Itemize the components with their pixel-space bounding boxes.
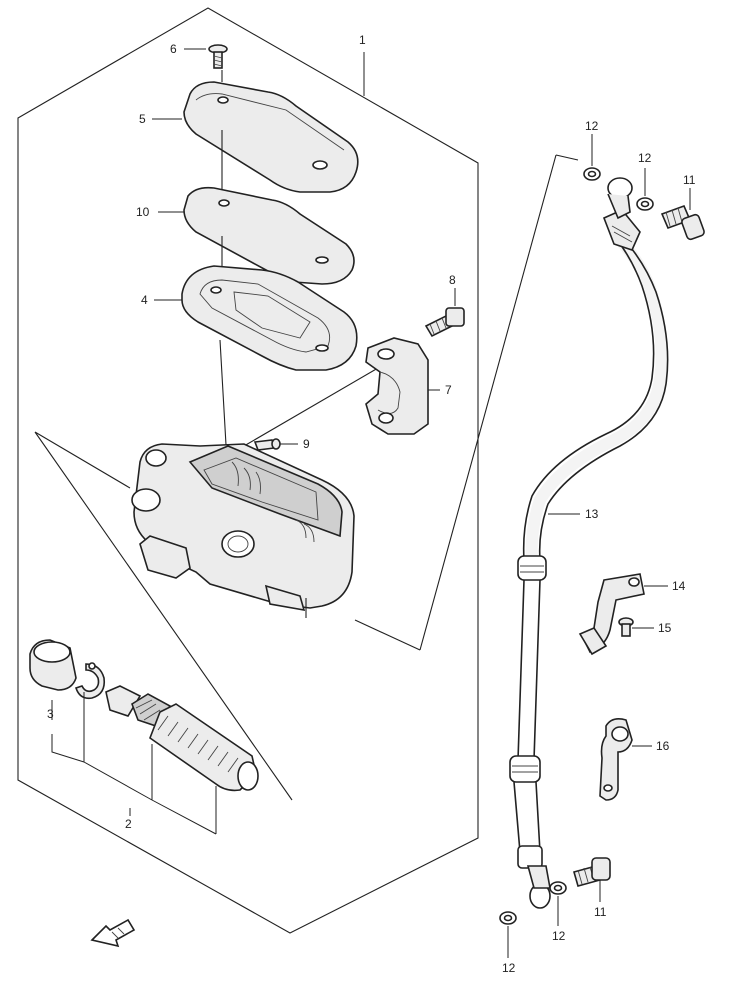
assembly-boundary — [17, 7, 479, 934]
callout-12-bottom-right: 12 — [552, 929, 566, 943]
callout-5: 5 — [139, 112, 146, 126]
circlip — [74, 662, 106, 700]
clamp-reference-line — [243, 367, 379, 447]
clamp-bolt — [424, 307, 465, 338]
brake-hose — [509, 177, 669, 909]
callout-14: 14 — [672, 579, 686, 593]
hose-guide — [599, 718, 633, 801]
callout-15: 15 — [658, 621, 672, 635]
master-cylinder-body — [131, 443, 355, 618]
hose-reference-line — [419, 154, 579, 651]
front-direction-arrow-icon — [90, 918, 136, 948]
body-to-frame-line — [354, 619, 421, 651]
banjo-bolt-bottom — [573, 857, 611, 887]
washer-bottom-left — [499, 911, 517, 925]
callout-13: 13 — [585, 507, 599, 521]
group-bracket — [51, 692, 217, 835]
callout-12-top-right: 12 — [638, 151, 652, 165]
alignment-axis — [219, 70, 229, 481]
handlebar-clamp — [365, 337, 429, 435]
hose-bracket — [578, 573, 645, 656]
callout-11-top: 11 — [683, 173, 696, 187]
callout-11-bottom: 11 — [594, 905, 607, 919]
bracket-bolt — [618, 617, 634, 637]
callout-10: 10 — [136, 205, 150, 219]
piston-group-outline — [34, 431, 293, 801]
diaphragm-plate — [183, 186, 355, 285]
cap-screw — [208, 44, 228, 69]
reservoir-cover — [183, 81, 359, 193]
washer-bottom-right — [549, 881, 567, 895]
callout-2: 2 — [125, 817, 132, 831]
banjo-bolt-top — [660, 204, 705, 241]
callout-6: 6 — [170, 42, 177, 56]
callout-1: 1 — [359, 33, 366, 47]
callout-4: 4 — [141, 293, 148, 307]
callout-12-bottom-left: 12 — [502, 961, 516, 975]
diaphragm-gasket — [181, 265, 358, 371]
callout-12-top-left: 12 — [585, 119, 599, 133]
callout-16: 16 — [656, 739, 670, 753]
piston-spring-assembly — [105, 685, 259, 792]
small-screw — [253, 438, 281, 451]
washer-top-left — [583, 167, 601, 181]
callout-7: 7 — [445, 383, 452, 397]
callout-9: 9 — [303, 437, 310, 451]
piston-boot — [29, 639, 77, 691]
callout-3: 3 — [47, 707, 54, 721]
callout-8: 8 — [449, 273, 456, 287]
washer-top-right — [636, 197, 654, 211]
